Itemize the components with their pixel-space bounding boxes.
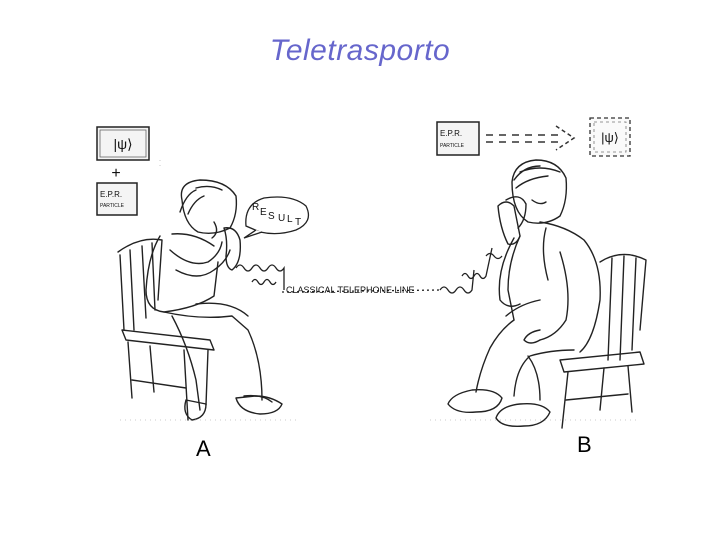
epr-particle-box-right: E.P.R. PARTICLE — [436, 121, 480, 156]
teleport-arrow — [486, 125, 576, 151]
person-b-figure — [447, 159, 647, 429]
person-a-figure — [117, 179, 283, 421]
epr-box-right-line2: PARTICLE — [440, 143, 465, 149]
telephone-cord — [235, 247, 503, 294]
psi-state-box-right: |ψ⟩ — [589, 117, 631, 157]
psi-state-box-left: |ψ⟩ — [96, 126, 150, 161]
classical-telephone-line-label: CLASSICAL TELEPHONE LINE — [286, 285, 415, 295]
plus-sign: + — [111, 165, 120, 182]
psi-state-text-left: |ψ⟩ — [113, 136, 132, 152]
result-letter-6: T — [295, 217, 301, 228]
epr-box-left-line2: PARTICLE — [100, 203, 125, 209]
epr-particle-box-left: E.P.R. PARTICLE — [96, 182, 138, 216]
person-b-label: B — [577, 432, 592, 457]
person-a-label: A — [196, 436, 211, 461]
epr-box-left-line1: E.P.R. — [100, 190, 122, 199]
result-letter-3: S — [268, 211, 275, 222]
result-letter-5: L — [287, 214, 293, 225]
epr-box-right-line1: E.P.R. — [440, 129, 462, 138]
result-speech-bubble: R E S U L T — [243, 196, 310, 239]
result-letter-2: E — [260, 207, 267, 218]
result-letter-4: U — [278, 213, 285, 224]
background-dotted-guides — [120, 160, 640, 421]
slide-title: Teletrasporto — [269, 34, 451, 67]
psi-state-text-right: |ψ⟩ — [601, 130, 619, 145]
result-letter-1: R — [252, 202, 259, 213]
